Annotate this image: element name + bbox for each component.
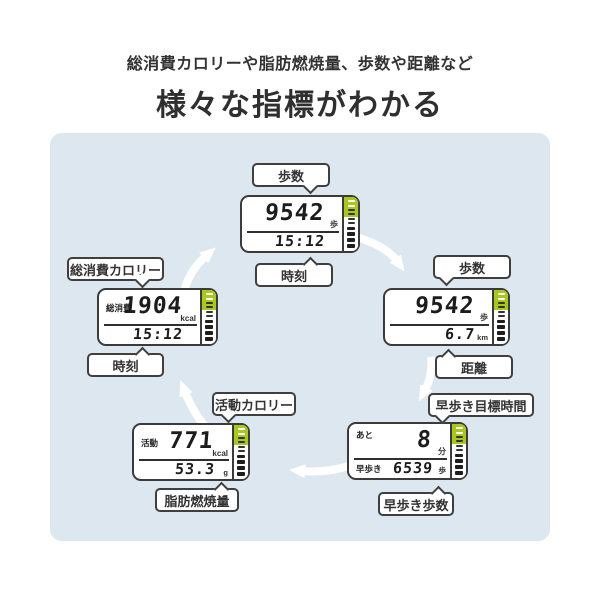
lcd-main-unit: 分 [438, 447, 446, 456]
lcd-sub-value: 6539 [392, 459, 434, 477]
lcd-sub-row: 15:12 [248, 232, 338, 250]
label-bubble-activity-calories: 活動カロリー [212, 392, 296, 423]
label-bubble-brisk-steps: 早歩き歩数 [378, 485, 454, 516]
lcd-divider [247, 231, 339, 233]
arrow-right-to-brisk-icon [418, 356, 436, 402]
lcd-mode-label: 早歩き [356, 464, 382, 474]
lcd-sub-value: 53.3 [174, 460, 216, 478]
lcd-sub-unit: g [223, 468, 228, 477]
bubble-label: 早歩き歩数 [383, 497, 449, 513]
level-gauge-icon [200, 290, 216, 344]
label-bubble-clock-left: 時刻 [87, 346, 164, 377]
display-activity-fatburn: 活動 771 kcal 53.3 g [132, 423, 250, 481]
lcd-main-value: 9542 [263, 200, 326, 226]
lcd-sub-value: 15:12 [274, 232, 326, 250]
lcd-sub-unit: km [477, 333, 488, 342]
lcd-main-unit: kcal [180, 314, 196, 323]
lcd-main-unit: 歩 [480, 313, 488, 322]
label-bubble-total-calories: 総消費カロリー [67, 257, 164, 288]
bubble-label: 脂肪燃焼量 [164, 493, 230, 509]
bubble-label: 距離 [460, 360, 487, 376]
lcd-divider [354, 458, 447, 460]
label-bubble-steps-top: 歩数 [252, 163, 330, 194]
level-gauge-icon [492, 290, 508, 344]
display-brisk-walk: あと 8 分 早歩き 6539 歩 [347, 422, 468, 480]
lcd-main-row: 活動 771 kcal [140, 426, 228, 458]
header: 総消費カロリーや脂肪燃焼量、歩数や距離など 様々な指標がわかる [0, 0, 600, 124]
label-bubble-steps-right: 歩数 [433, 255, 511, 286]
bubble-label: 歩数 [277, 168, 304, 184]
level-gauge-icon [450, 424, 466, 478]
display-total-calories-clock: 総消費 1904 kcal 15:12 [97, 288, 218, 346]
label-bubble-distance: 距離 [435, 348, 513, 379]
label-bubble-fat-burned: 脂肪燃焼量 [155, 481, 239, 512]
cycle-diagram-panel: 歩数 9542 歩 15:12 時刻 歩数 9542 歩 6.7 [50, 133, 550, 541]
label-bubble-clock-top: 時刻 [255, 256, 333, 287]
lcd-divider [390, 324, 489, 326]
level-gauge-icon [342, 197, 358, 251]
lcd-sub-value: 15:12 [132, 325, 184, 343]
lcd-main-value: 8 [416, 427, 434, 453]
lcd-main-row: あと 8 分 [355, 425, 446, 456]
display-steps-clock: 9542 歩 15:12 [240, 195, 360, 253]
lcd-main-value: 9542 [413, 293, 476, 319]
page-title: 様々な指標がわかる [156, 89, 444, 122]
lcd-divider [139, 459, 229, 461]
lcd-mode-label: 活動 [141, 438, 159, 448]
display-steps-distance: 9542 歩 6.7 km [383, 288, 510, 346]
lcd-divider [104, 324, 197, 326]
lcd-main-row: 9542 歩 [248, 198, 338, 229]
level-gauge-icon [232, 425, 248, 479]
label-bubble-brisk-goal-time: 早歩き目標時間 [428, 393, 534, 424]
lcd-sub-row: 53.3 g [140, 460, 228, 478]
lcd-sub-unit: 歩 [438, 466, 447, 475]
bubble-label: 歩数 [458, 260, 485, 276]
lcd-main-unit: 歩 [330, 220, 338, 229]
page-subtitle: 総消費カロリーや脂肪燃焼量、歩数や距離など [126, 56, 474, 73]
lcd-sub-row: 6.7 km [391, 325, 488, 343]
bubble-label: 早歩き目標時間 [435, 398, 527, 414]
bubble-label: 時刻 [112, 358, 139, 374]
bubble-label: 活動カロリー [214, 397, 293, 413]
lcd-main-row: 総消費 1904 kcal [105, 291, 196, 323]
lcd-mode-label: あと [356, 430, 374, 440]
lcd-main-value: 1904 [121, 293, 184, 319]
lcd-main-value: 771 [168, 428, 216, 454]
lcd-mode-label: 総消費 [106, 303, 132, 313]
lcd-main-row: 9542 歩 [391, 291, 488, 322]
lcd-sub-row: 15:12 [105, 325, 196, 343]
lcd-sub-value: 6.7 [444, 325, 476, 343]
bubble-label: 時刻 [280, 268, 307, 284]
lcd-main-unit: kcal [212, 449, 228, 458]
lcd-sub-row: 早歩き 6539 歩 [355, 459, 447, 477]
bubble-label: 総消費カロリー [69, 262, 161, 278]
